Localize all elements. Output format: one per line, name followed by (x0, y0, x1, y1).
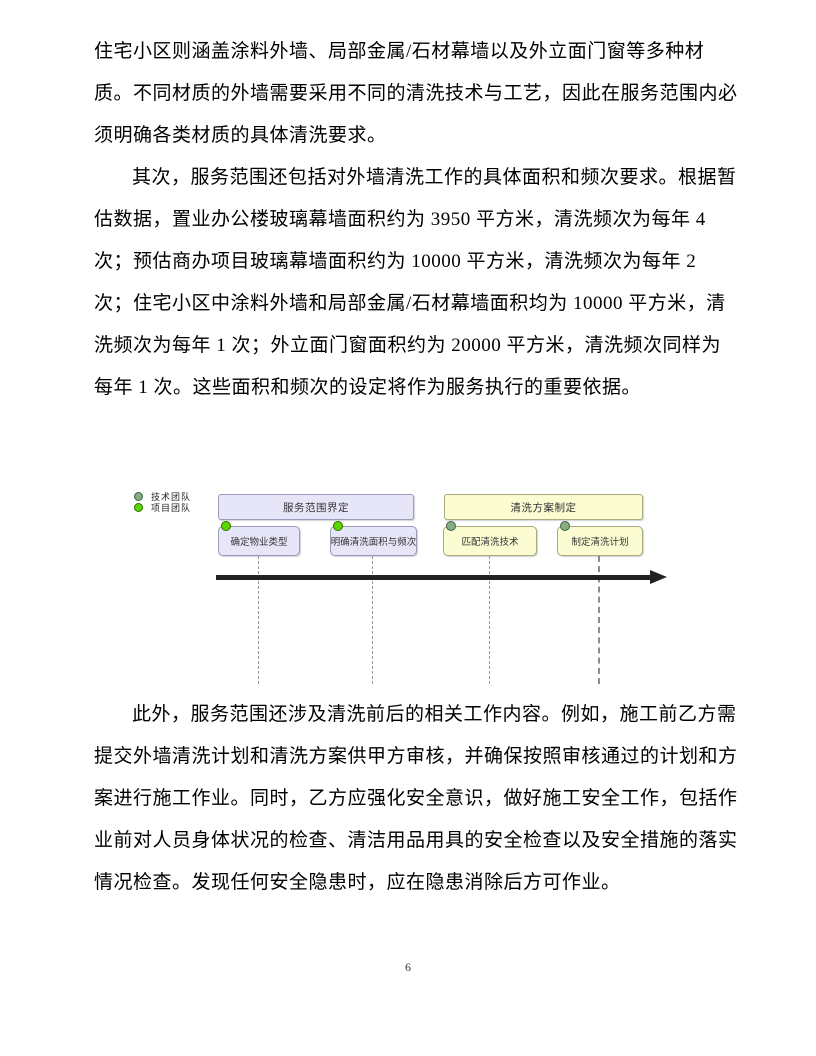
text-line: 须明确各类材质的具体清洗要求。 (94, 125, 387, 146)
team-dot-icon (134, 503, 143, 512)
text-line: 案进行施工作业。同时，乙方应强化安全意识，做好施工安全工作，包括作 (94, 788, 738, 809)
task-connector-line (258, 556, 259, 684)
legend-label: 技术团队 (151, 492, 192, 502)
text-line: 次；住宅小区中涂料外墙和局部金属/石材幕墙面积均为 10000 平方米，清 (94, 293, 726, 314)
legend-item-technical-team: 技术团队 (134, 491, 191, 502)
team-dot-icon (221, 521, 231, 531)
phase-bar-cleaning-plan: 清洗方案制定 (444, 494, 643, 520)
team-dot-icon (446, 521, 456, 531)
text-line: 此外，服务范围还涉及清洗前后的相关工作内容。例如，施工前乙方需 (132, 704, 737, 725)
paragraph: 此外，服务范围还涉及清洗前后的相关工作内容。例如，施工前乙方需 提交外墙清洗计划… (94, 694, 738, 904)
text-line: 每年 1 次。这些面积和频次的设定将作为服务执行的重要依据。 (94, 377, 642, 398)
task-connector-line (489, 556, 490, 684)
timeline-arrow (216, 575, 652, 580)
task-box-match-technology: 匹配清洗技术 (443, 526, 537, 556)
text-line: 估数据，置业办公楼玻璃幕墙面积约为 3950 平方米，清洗频次为每年 4 (94, 209, 706, 230)
paragraph: 其次，服务范围还包括对外墙清洗工作的具体面积和频次要求。根据暂 估数据，置业办公… (94, 157, 737, 409)
task-box-area-frequency: 明确清洗面积与频次 (330, 526, 417, 556)
text-line: 住宅小区则涵盖涂料外墙、局部金属/石材幕墙以及外立面门窗等多种材 (94, 41, 705, 62)
legend-item-project-team: 项目团队 (134, 502, 191, 513)
legend-label: 项目团队 (151, 503, 192, 513)
paragraph: 住宅小区则涵盖涂料外墙、局部金属/石材幕墙以及外立面门窗等多种材 质。不同材质的… (94, 31, 738, 157)
task-connector-line (372, 556, 373, 684)
team-dot-icon (333, 521, 343, 531)
task-box-cleaning-schedule: 制定清洗计划 (557, 526, 643, 556)
phase-bar-service-scope: 服务范围界定 (218, 494, 414, 520)
text-line: 业前对人员身体状况的检查、清洁用品用具的安全检查以及安全措施的落实 (94, 830, 738, 851)
text-line: 提交外墙清洗计划和清洗方案供甲方审核，并确保按照审核通过的计划和方 (94, 746, 738, 767)
team-dot-icon (560, 521, 570, 531)
text-line: 质。不同材质的外墙需要采用不同的清洗技术与工艺，因此在服务范围内必 (94, 83, 738, 104)
page-number: 6 (405, 960, 411, 974)
text-line: 情况检查。发现任何安全隐患时，应在隐患消除后方可作业。 (94, 872, 621, 893)
timeline-diagram: 技术团队 项目团队 服务范围界定 清洗方案制定 确定物业类型 明确清洗面积与频次… (0, 480, 816, 695)
text-line: 其次，服务范围还包括对外墙清洗工作的具体面积和频次要求。根据暂 (132, 167, 737, 188)
text-line: 洗频次为每年 1 次；外立面门窗面积约为 20000 平方米，清洗频次同样为 (94, 335, 722, 356)
task-box-property-type: 确定物业类型 (218, 526, 300, 556)
team-dot-icon (134, 492, 143, 501)
timeline-arrowhead-icon (650, 570, 667, 584)
task-connector-line (598, 556, 600, 684)
text-line: 次；预估商办项目玻璃幕墙面积约为 10000 平方米，清洗频次为每年 2 (94, 251, 697, 272)
